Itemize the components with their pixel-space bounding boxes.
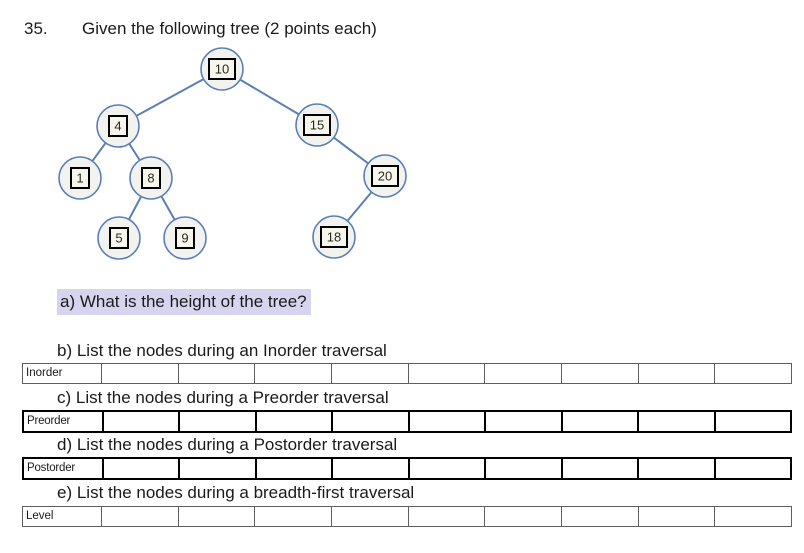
tree-node: 9: [163, 216, 207, 260]
tree-node-box: [371, 165, 399, 187]
tree-node-value: 10: [215, 62, 229, 77]
part-d-prompt: d) List the nodes during a Postorder tra…: [57, 435, 398, 454]
tree-edge: [91, 142, 107, 162]
question-header: 35. Given the following tree (2 points ea…: [24, 19, 377, 39]
level-answer-cell[interactable]: [560, 506, 639, 527]
tree-node-value: 9: [181, 231, 188, 246]
tree-node-value: 5: [115, 231, 122, 246]
inorder-answer-cell[interactable]: [714, 363, 792, 384]
postorder-answer-cell[interactable]: [331, 457, 410, 480]
tree-node-value: 15: [310, 118, 324, 133]
tree-node-box: [141, 167, 161, 189]
postorder-answer-table: Postorder: [22, 457, 792, 480]
table-row: Postorder: [22, 457, 792, 480]
postorder-table-body: Postorder: [22, 457, 792, 480]
tree-node: 1: [58, 156, 102, 200]
level-table-body: Level: [22, 506, 792, 527]
postorder-answer-cell[interactable]: [484, 457, 563, 480]
tree-node: 8: [129, 156, 173, 200]
tree-node-box: [208, 58, 236, 80]
question-number: 35.: [24, 19, 48, 38]
level-answer-cell[interactable]: [407, 506, 486, 527]
table-row: Level: [22, 506, 792, 527]
preorder-answer-cell[interactable]: [560, 410, 640, 433]
postorder-row-label: Postorder: [22, 457, 104, 480]
level-answer-cell[interactable]: [330, 506, 409, 527]
inorder-answer-cell[interactable]: [254, 363, 332, 384]
preorder-answer-cell[interactable]: [178, 410, 257, 433]
inorder-answer-cell[interactable]: [560, 363, 639, 384]
tree-edge: [333, 136, 369, 165]
tree-edge: [128, 196, 142, 220]
inorder-answer-cell[interactable]: [177, 363, 256, 384]
preorder-answer-cell[interactable]: [101, 410, 181, 433]
postorder-answer-cell[interactable]: [101, 457, 181, 480]
tree-node-value: 8: [147, 171, 154, 186]
tree-node-box: [303, 114, 331, 136]
level-answer-cell[interactable]: [254, 506, 332, 527]
tree-node-box: [108, 115, 128, 137]
preorder-row-label: Preorder: [22, 410, 104, 433]
level-answer-table: Level: [22, 506, 792, 527]
preorder-answer-cell[interactable]: [407, 410, 487, 433]
tree-node: 10: [200, 47, 244, 91]
inorder-answer-cell[interactable]: [637, 363, 716, 384]
tree-node-value: 4: [114, 119, 121, 134]
preorder-answer-cell[interactable]: [484, 410, 563, 433]
inorder-answer-cell[interactable]: [407, 363, 486, 384]
tree-node-value: 1: [76, 171, 83, 186]
tree-node: 4: [96, 104, 140, 148]
inorder-row-label: Inorder: [22, 363, 102, 384]
level-answer-cell[interactable]: [101, 506, 179, 527]
inorder-answer-table: Inorder: [22, 363, 792, 384]
part-e-prompt: e) List the nodes during a breadth-first…: [57, 483, 415, 502]
tree-edge-group: [91, 78, 373, 222]
part-c-prompt: c) List the nodes during a Preorder trav…: [57, 388, 389, 407]
part-b-prompt: b) List the nodes during an Inorder trav…: [57, 341, 387, 360]
table-row: Preorder: [22, 410, 792, 433]
tree-node-value: 18: [327, 230, 341, 245]
level-row-label: Level: [22, 506, 102, 527]
tree-node: 15: [295, 103, 339, 147]
level-answer-cell[interactable]: [637, 506, 716, 527]
inorder-answer-cell[interactable]: [101, 363, 179, 384]
preorder-answer-cell[interactable]: [713, 410, 792, 433]
tree-edge: [160, 195, 176, 221]
preorder-answer-cell[interactable]: [331, 410, 410, 433]
preorder-answer-cell[interactable]: [254, 410, 334, 433]
tree-edge: [346, 191, 373, 222]
preorder-table-body: Preorder: [22, 410, 792, 433]
tree-node: 5: [97, 216, 141, 260]
tree-node-value: 20: [378, 169, 392, 184]
tree-edge: [128, 143, 141, 161]
postorder-answer-cell[interactable]: [254, 457, 334, 480]
tree-node-box: [70, 167, 90, 189]
preorder-answer-cell[interactable]: [637, 410, 716, 433]
tree-node-box: [175, 227, 195, 249]
part-a-question: a) What is the height of the tree?: [57, 289, 311, 315]
inorder-answer-cell[interactable]: [484, 363, 562, 384]
level-answer-cell[interactable]: [714, 506, 792, 527]
tree-node-box: [109, 227, 129, 249]
tree-edge: [239, 78, 300, 116]
postorder-answer-cell[interactable]: [713, 457, 792, 480]
inorder-answer-cell[interactable]: [330, 363, 409, 384]
postorder-answer-cell[interactable]: [560, 457, 640, 480]
postorder-answer-cell[interactable]: [637, 457, 716, 480]
tree-node-box: [320, 226, 348, 248]
inorder-table-body: Inorder: [22, 363, 792, 384]
postorder-answer-cell[interactable]: [178, 457, 257, 480]
level-answer-cell[interactable]: [484, 506, 562, 527]
postorder-answer-cell[interactable]: [407, 457, 487, 480]
table-row: Inorder: [22, 363, 792, 384]
tree-node: 20: [363, 154, 407, 198]
question-text: Given the following tree (2 points each): [82, 19, 377, 38]
level-answer-cell[interactable]: [177, 506, 256, 527]
tree-node: 18: [312, 215, 356, 259]
preorder-answer-table: Preorder: [22, 410, 792, 433]
tree-edge: [135, 78, 205, 117]
